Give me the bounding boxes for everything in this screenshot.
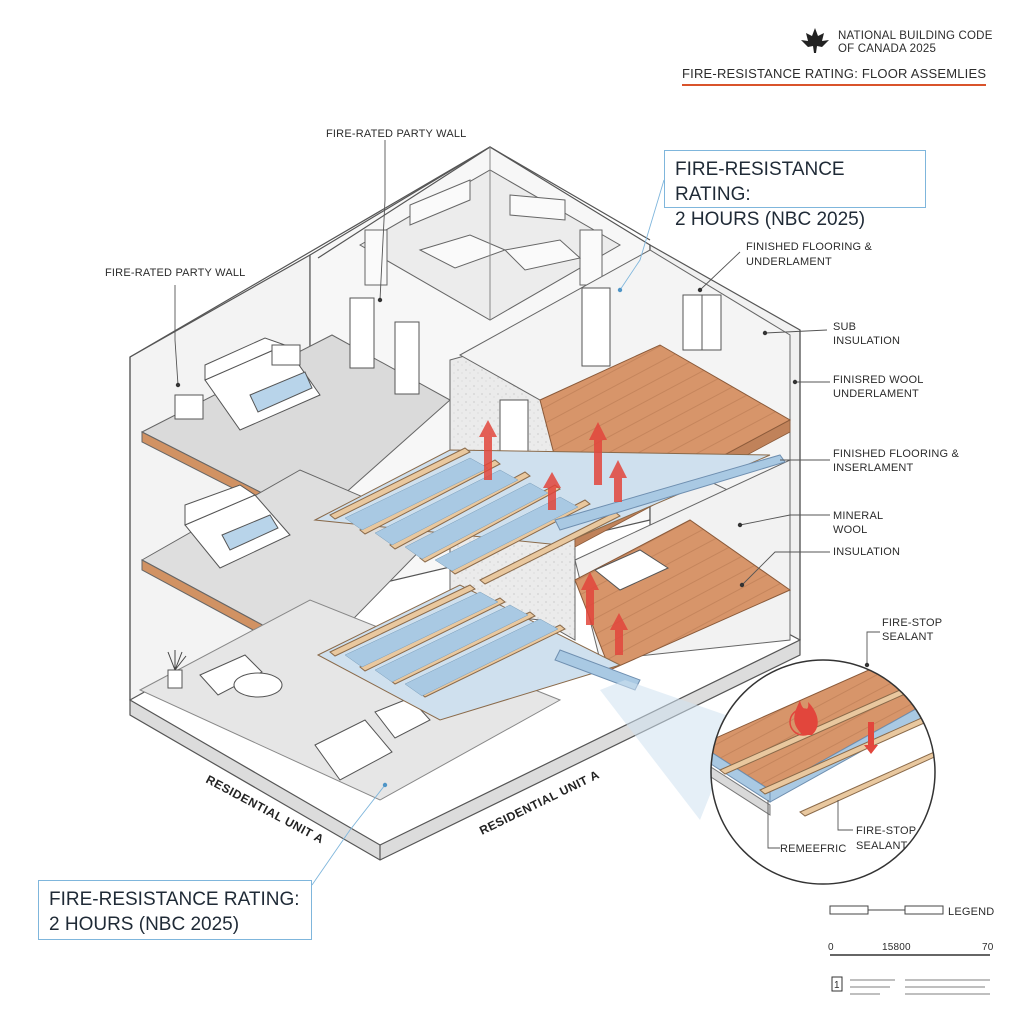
label-finished-flooring-1b: UNDERLAMENT	[746, 256, 832, 268]
leader-dots	[175, 287, 870, 788]
label-sub-insulation-a: SUB	[833, 321, 856, 333]
label-finished-flooring-1a: FINISHED FLOORING &	[746, 241, 872, 253]
scale-start: 0	[828, 942, 834, 953]
heat-arrow	[609, 460, 627, 502]
living-room	[138, 599, 562, 801]
label-fire-stop-top-b: SEALANT	[882, 631, 934, 643]
header-org-line2: OF CANADA 2025	[838, 43, 936, 55]
maple-leaf-icon	[801, 28, 829, 53]
label-finished-flooring-2a: FINISHED FLOORING &	[833, 448, 959, 460]
label-mineral-wool-b: WOOL	[833, 524, 867, 536]
lower-right-room	[574, 459, 792, 671]
label-sub-insulation-b: INSULATION	[833, 335, 900, 347]
label-party-wall-left: FIRE-RATED PARTY WALL	[105, 267, 246, 279]
callout-rating-bottom: FIRE-RESISTANCE RATING: 2 HOURS (NBC 202…	[38, 880, 312, 940]
scale-end: 70	[982, 942, 994, 953]
callout-top-line1: FIRE-RESISTANCE RATING:	[675, 159, 845, 205]
detail-circle	[710, 659, 936, 885]
bed-middle	[184, 484, 291, 569]
joist-assembly-upper	[313, 447, 786, 585]
label-fire-stop-top-a: FIRE-STOP	[882, 617, 942, 629]
detail-magnifier	[600, 659, 936, 885]
heat-arrow	[589, 422, 607, 485]
label-fire-stop-bottom-a: FIRE-STOP	[856, 825, 916, 837]
legend-label: LEGEND	[948, 906, 994, 918]
heat-arrow	[581, 572, 599, 625]
callout-bottom-line1: FIRE-RESISTANCE RATING:	[49, 889, 300, 910]
label-insulation: INSULATION	[833, 546, 900, 558]
scale-mid: 15800	[882, 942, 911, 953]
label-mineral-wool-a: MINERAL	[833, 510, 883, 522]
label-finisred-wool-a: FINISRED WOOL	[833, 374, 924, 386]
label-fire-stop-bottom-b: SEALANT	[856, 840, 908, 852]
header: NATIONAL BUILDING CODE OF CANADA 2025 FI…	[682, 28, 993, 86]
label-finisred-wool-b: UNDERLAMENT	[833, 388, 919, 400]
heat-flow-arrows	[479, 420, 628, 655]
callout-bottom-line2: 2 HOURS (NBC 2025)	[49, 914, 240, 935]
legend-note-box: 1	[834, 980, 840, 991]
callout-top-line2: 2 HOURS (NBC 2025)	[675, 209, 866, 230]
bed-upper	[174, 337, 321, 431]
label-remeefric: REMEEFRIC	[780, 843, 847, 855]
callout-rating-top: FIRE-RESISTANCE RATING: 2 HOURS (NBC 202…	[664, 150, 926, 230]
leader-lines	[174, 140, 880, 886]
heat-arrow	[610, 613, 628, 655]
header-subtitle: FIRE-RESISTANCE RATING: FLOOR ASSEMLIES	[682, 66, 986, 81]
joist-assembly-lower	[316, 584, 641, 721]
heat-arrow	[543, 472, 561, 510]
legend: LEGEND 0 15800 70 1	[828, 905, 994, 995]
heat-arrow	[479, 420, 497, 480]
header-org-line1: NATIONAL BUILDING CODE	[838, 30, 993, 42]
label-party-wall-top: FIRE-RATED PARTY WALL	[326, 128, 467, 140]
kitchen-room	[358, 147, 622, 321]
label-finished-flooring-2b: INSERLAMENT	[833, 462, 914, 474]
